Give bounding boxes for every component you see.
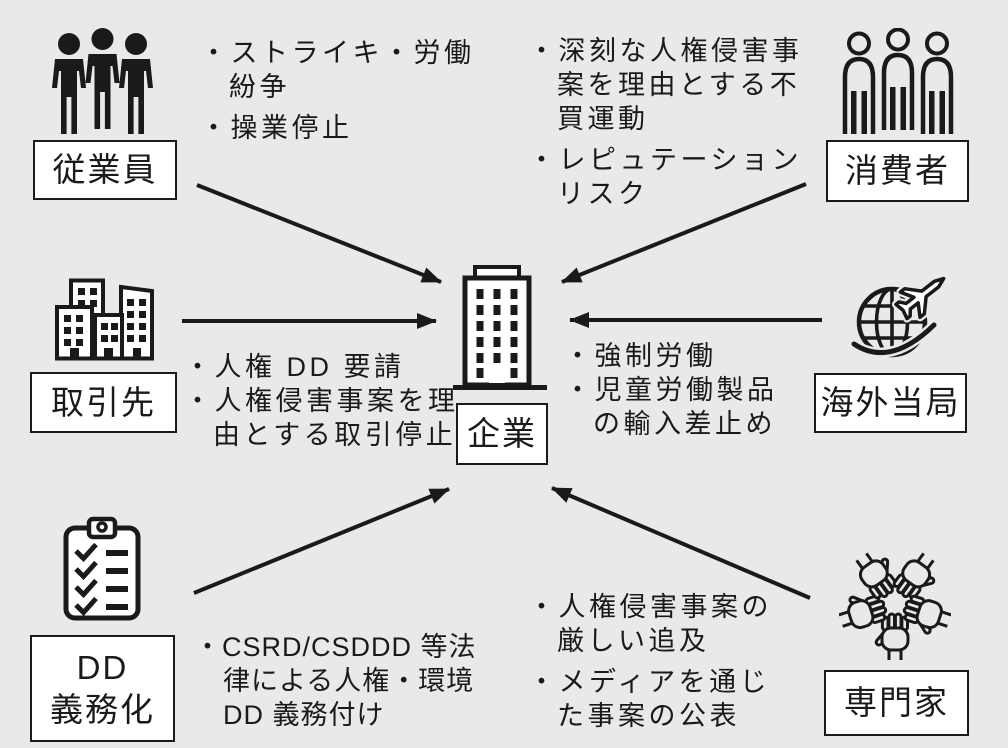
people-group-filled-icon: [52, 28, 154, 134]
note-line: ・ストライキ・労働: [200, 38, 475, 68]
note-line: ・人権侵害事案を理: [184, 386, 459, 416]
notes-employees: ・ストライキ・労働 紛争 ・操業停止: [200, 36, 475, 145]
note-line: ・レピュテーション: [528, 145, 802, 175]
label-text: 取引先: [51, 383, 156, 421]
note-line: リスク: [557, 179, 649, 209]
label-text: DD: [76, 648, 129, 686]
note-line: ・強制労働: [564, 341, 717, 371]
notes-consumers: ・深刻な人権侵害事 案を理由とする不 買運動 ・レピュテーション リスク: [528, 34, 803, 211]
label-text: 海外当局: [820, 384, 961, 421]
clipboard-checklist-icon: [62, 516, 142, 622]
note-line: ・CSRD/CSDDD 等法: [194, 632, 477, 662]
note-line: ・メディアを通じ: [528, 667, 771, 697]
globe-airplane-icon: [848, 268, 954, 364]
arrow-dd-to-company: [193, 487, 450, 595]
note-line: 厳しい追及: [557, 626, 710, 656]
label-text: 企業: [467, 415, 537, 452]
arrow-employees-to-company: [196, 183, 442, 284]
note-line: ・人権侵害事案の: [528, 592, 772, 622]
label-text: 消費者: [845, 152, 950, 189]
city-buildings-icon: [55, 278, 155, 363]
stakeholder-label-dd-mandate: DD 義務化: [30, 635, 175, 742]
notes-business-partners: ・人権 DD 要請 ・人権侵害事案を理 由とする取引停止: [184, 350, 459, 452]
label-text: 義務化: [50, 690, 155, 728]
hands-circle-icon: [839, 543, 951, 661]
note-line: 案を理由とする不: [557, 70, 801, 100]
notes-experts: ・人権侵害事案の 厳しい追及 ・メディアを通じ た事案の公表: [528, 590, 772, 733]
arrow-consumers-to-company: [561, 182, 807, 284]
note-line: ・人権 DD 要請: [184, 352, 405, 382]
stakeholder-label-experts: 専門家: [824, 670, 969, 736]
note-line: 律による人権・環境: [223, 666, 475, 696]
stakeholder-label-employees: 従業員: [33, 140, 177, 200]
note-line: 由とする取引停止: [213, 420, 457, 450]
note-line: ・児童労働製品: [564, 375, 778, 405]
stakeholder-label-consumers: 消費者: [826, 140, 969, 202]
note-line: DD 義務付け: [223, 700, 385, 730]
note-line: の輸入差止め: [593, 409, 776, 439]
stakeholder-label-business-partners: 取引先: [30, 372, 177, 433]
label-text: 従業員: [52, 151, 158, 188]
notes-dd-mandate: ・CSRD/CSDDD 等法 律による人権・環境 DD 義務付け: [194, 630, 477, 732]
note-line: ・操業停止: [200, 113, 353, 143]
note-line: ・深刻な人権侵害事: [528, 36, 803, 66]
note-line: た事案の公表: [557, 701, 740, 731]
stakeholder-label-overseas-authorities: 海外当局: [814, 373, 967, 433]
note-line: 紛争: [229, 72, 290, 102]
note-line: 買運動: [557, 104, 649, 134]
arrow-experts-to-company: [551, 486, 811, 600]
company-label: 企業: [456, 403, 548, 465]
people-group-outline-icon: [840, 28, 956, 134]
office-building-icon: [452, 264, 548, 392]
label-text: 専門家: [844, 684, 949, 721]
notes-overseas-authorities: ・強制労働 ・児童労働製品 の輸入差止め: [564, 339, 778, 441]
